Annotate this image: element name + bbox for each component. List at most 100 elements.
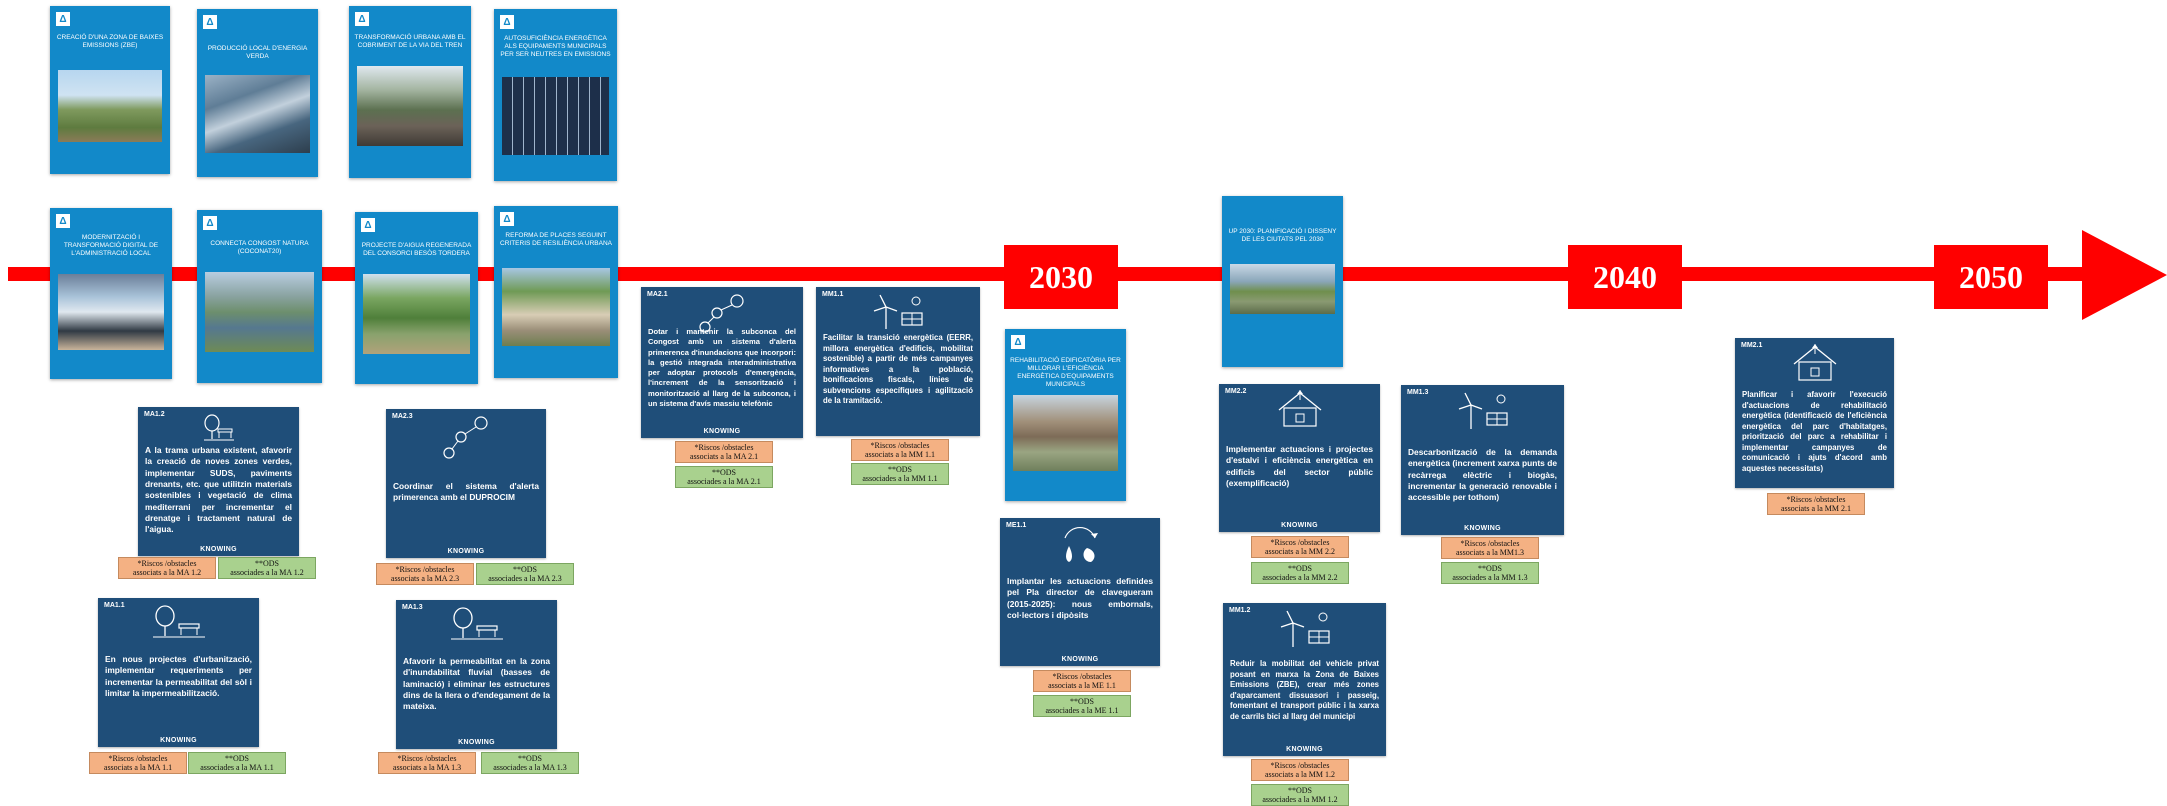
logo-icon: Δ — [500, 15, 514, 29]
wind-solar-icon — [1458, 392, 1508, 429]
logo-icon: Δ — [56, 12, 70, 26]
card-code: MM1.2 — [1229, 607, 1251, 614]
poster-title: CREACIÓ D'UNA ZONA DE BAIXES EMISSIONS (… — [56, 34, 164, 50]
park-tree-bench-icon — [450, 607, 503, 640]
card-text: Facilitar la transició energètica (EERR,… — [823, 333, 973, 406]
poster-photo — [58, 70, 162, 142]
poster-photo — [1230, 264, 1335, 314]
card-code: MA1.2 — [144, 411, 165, 418]
project-poster: Δ PRODUCCIÓ LOCAL D'ENERGIA VERDA — [197, 9, 318, 177]
measure-card: MA1.2 A la trama urbana existent, afavor… — [138, 407, 299, 556]
card-text: Implantar les actuacions definides pel P… — [1007, 576, 1153, 621]
measure-card: MA1.3 Afavorir la permeabilitat en la zo… — [396, 600, 557, 749]
poster-photo — [58, 274, 164, 350]
poster-photo — [205, 75, 310, 153]
project-poster: Δ REHABILITACIÓ EDIFICATÒRIA PER MILLORA… — [1005, 329, 1126, 501]
poster-photo — [205, 272, 314, 352]
knowing-logo: KNOWING — [1281, 522, 1318, 529]
year-2050-label: 2050 — [1934, 245, 2048, 309]
measure-card: MA2.3 Coordinar el sistema d'alerta prim… — [386, 409, 546, 558]
project-poster: Δ PROJECTE D'AIGUA REGENERADA DEL CONSOR… — [355, 212, 478, 384]
wind-solar-icon — [1280, 610, 1330, 647]
logo-icon: Δ — [361, 218, 375, 232]
house-efficiency-icon — [1793, 344, 1836, 381]
park-tree-bench-icon — [152, 605, 205, 638]
card-code: MA2.3 — [392, 413, 413, 420]
knowing-logo: KNOWING — [160, 737, 197, 744]
knowing-logo: KNOWING — [1286, 746, 1323, 753]
project-poster: Δ AUTOSUFICIÈNCIA ENERGÈTICA ALS EQUIPAM… — [494, 9, 617, 181]
poster-title: PRODUCCIÓ LOCAL D'ENERGIA VERDA — [207, 45, 308, 61]
network-nodes-icon — [443, 416, 488, 459]
measure-card: MM2.2 Implementar actuacions i projectes… — [1219, 384, 1380, 532]
year-2030-label: 2030 — [1004, 245, 1118, 309]
poster-title: AUTOSUFICIÈNCIA ENERGÈTICA ALS EQUIPAMEN… — [500, 35, 611, 59]
card-text: En nous projectes d'urbanització, implem… — [105, 654, 252, 699]
park-tree-bench-icon — [203, 414, 234, 441]
knowing-logo: KNOWING — [200, 546, 237, 553]
card-text: Coordinar el sistema d'alerta primerenca… — [393, 481, 539, 503]
poster-photo — [502, 268, 610, 346]
measure-card: MA1.1 En nous projectes d'urbanització, … — [98, 598, 259, 747]
card-text: Reduir la mobilitat del vehicle privat p… — [1230, 659, 1379, 721]
water-cycle-icon — [1064, 526, 1098, 562]
poster-photo — [1013, 395, 1118, 471]
knowing-logo: KNOWING — [458, 739, 495, 746]
card-text: Planificar i afavorir l'execució d'actua… — [1742, 390, 1887, 473]
knowing-logo: KNOWING — [1061, 656, 1099, 663]
poster-title: MODERNITZACIÓ I TRANSFORMACIÓ DIGITAL DE… — [63, 234, 159, 258]
poster-photo — [502, 77, 609, 155]
card-code: MM2.2 — [1225, 388, 1247, 395]
card-text: A la trama urbana existent, afavorir la … — [145, 445, 292, 535]
measure-card: MM1.1 Facilitar la transició energètica … — [816, 287, 980, 436]
measure-card: ME1.1 Implantar les actuacions definides… — [1000, 518, 1160, 666]
knowing-logo: KNOWING — [703, 428, 741, 435]
house-efficiency-icon — [1278, 390, 1321, 427]
card-code: MM1.3 — [1407, 389, 1429, 396]
card-text: Implementar actuacions i projectes d'est… — [1226, 444, 1373, 489]
card-code: MM1.1 — [822, 291, 844, 298]
poster-title: REFORMA DE PLACES SEGUINT CRITERIS DE RE… — [500, 232, 612, 248]
card-text: Descarbonització de la demanda energètic… — [1408, 447, 1557, 503]
project-poster: Δ REFORMA DE PLACES SEGUINT CRITERIS DE … — [494, 206, 618, 378]
poster-title: UP 2030: PLANIFICACIÓ I DISSENY DE LES C… — [1228, 228, 1337, 244]
knowing-logo: KNOWING — [447, 548, 485, 555]
poster-title: REHABILITACIÓ EDIFICATÒRIA PER MILLORAR … — [1010, 357, 1121, 389]
knowing-logo: KNOWING — [1464, 525, 1501, 532]
logo-icon: Δ — [1011, 335, 1025, 349]
timeline-arrowhead — [2082, 230, 2167, 320]
poster-photo — [363, 274, 470, 354]
logo-icon: Δ — [203, 216, 217, 230]
measure-card: MM2.1 Planificar i afavorir l'execució d… — [1735, 338, 1894, 488]
project-poster: Δ MODERNITZACIÓ I TRANSFORMACIÓ DIGITAL … — [50, 208, 172, 379]
wind-solar-icon — [873, 294, 923, 329]
logo-icon: Δ — [203, 15, 217, 29]
card-code: ME1.1 — [1006, 522, 1027, 529]
card-code: MA1.1 — [104, 602, 125, 609]
logo-icon: Δ — [355, 12, 369, 26]
measure-card: MM1.3 Descarbonització de la demanda ene… — [1401, 385, 1564, 535]
card-code: MA2.1 — [647, 291, 668, 298]
logo-icon: Δ — [500, 212, 514, 226]
